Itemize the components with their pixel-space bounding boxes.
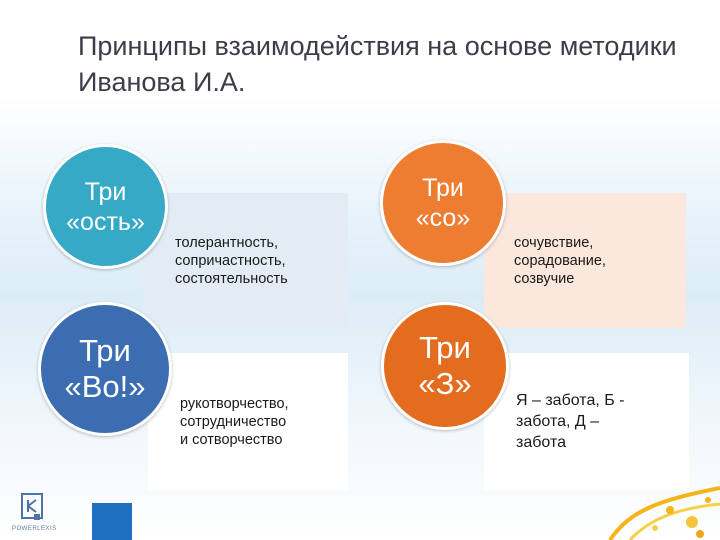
page-title: Принципы взаимодействия на основе методи… <box>78 31 677 97</box>
card-cocreation: рукотворчество, сотрудничество и сотворч… <box>148 353 348 490</box>
circle-label: Три «З» <box>418 330 472 401</box>
card-care: Я – забота, Б - забота, Д – забота <box>484 353 689 490</box>
circle-tri-vo: Три «Во!» <box>38 302 172 436</box>
card-line: забота, Д – <box>516 413 600 430</box>
circle-label: Три «Во!» <box>64 333 146 404</box>
card-line: Я – забота, Б - <box>516 392 625 409</box>
circle-tri-so: Три «со» <box>380 140 506 266</box>
card-line: созвучие <box>514 270 575 287</box>
circle-label: Три «со» <box>415 174 471 232</box>
card-line: рукотворчество, <box>180 395 289 412</box>
logo-icon <box>21 493 43 520</box>
card-line: сорадование, <box>514 252 606 269</box>
card-line: сопричастность, <box>175 252 286 269</box>
circle-label: Три «ость» <box>66 177 145 236</box>
decorative-swirl-icon <box>608 486 720 540</box>
circle-tri-ost: Три «ость» <box>43 144 168 269</box>
card-line: сотрудничество <box>180 413 287 430</box>
card-line: забота <box>516 434 566 451</box>
card-line: сочувствие, <box>514 234 594 251</box>
logo-text: POWERLEXIS <box>12 526 57 532</box>
card-sympathy: сочувствие, сорадование, созвучие <box>484 193 686 328</box>
circle-tri-z: Три «З» <box>381 302 509 430</box>
decorative-square <box>92 503 132 540</box>
card-line: толерантность, <box>175 234 279 251</box>
card-line: состоятельность <box>175 270 288 287</box>
card-tolerance: толерантность, сопричастность, состоятел… <box>143 193 348 328</box>
card-line: и сотворчество <box>180 431 283 448</box>
